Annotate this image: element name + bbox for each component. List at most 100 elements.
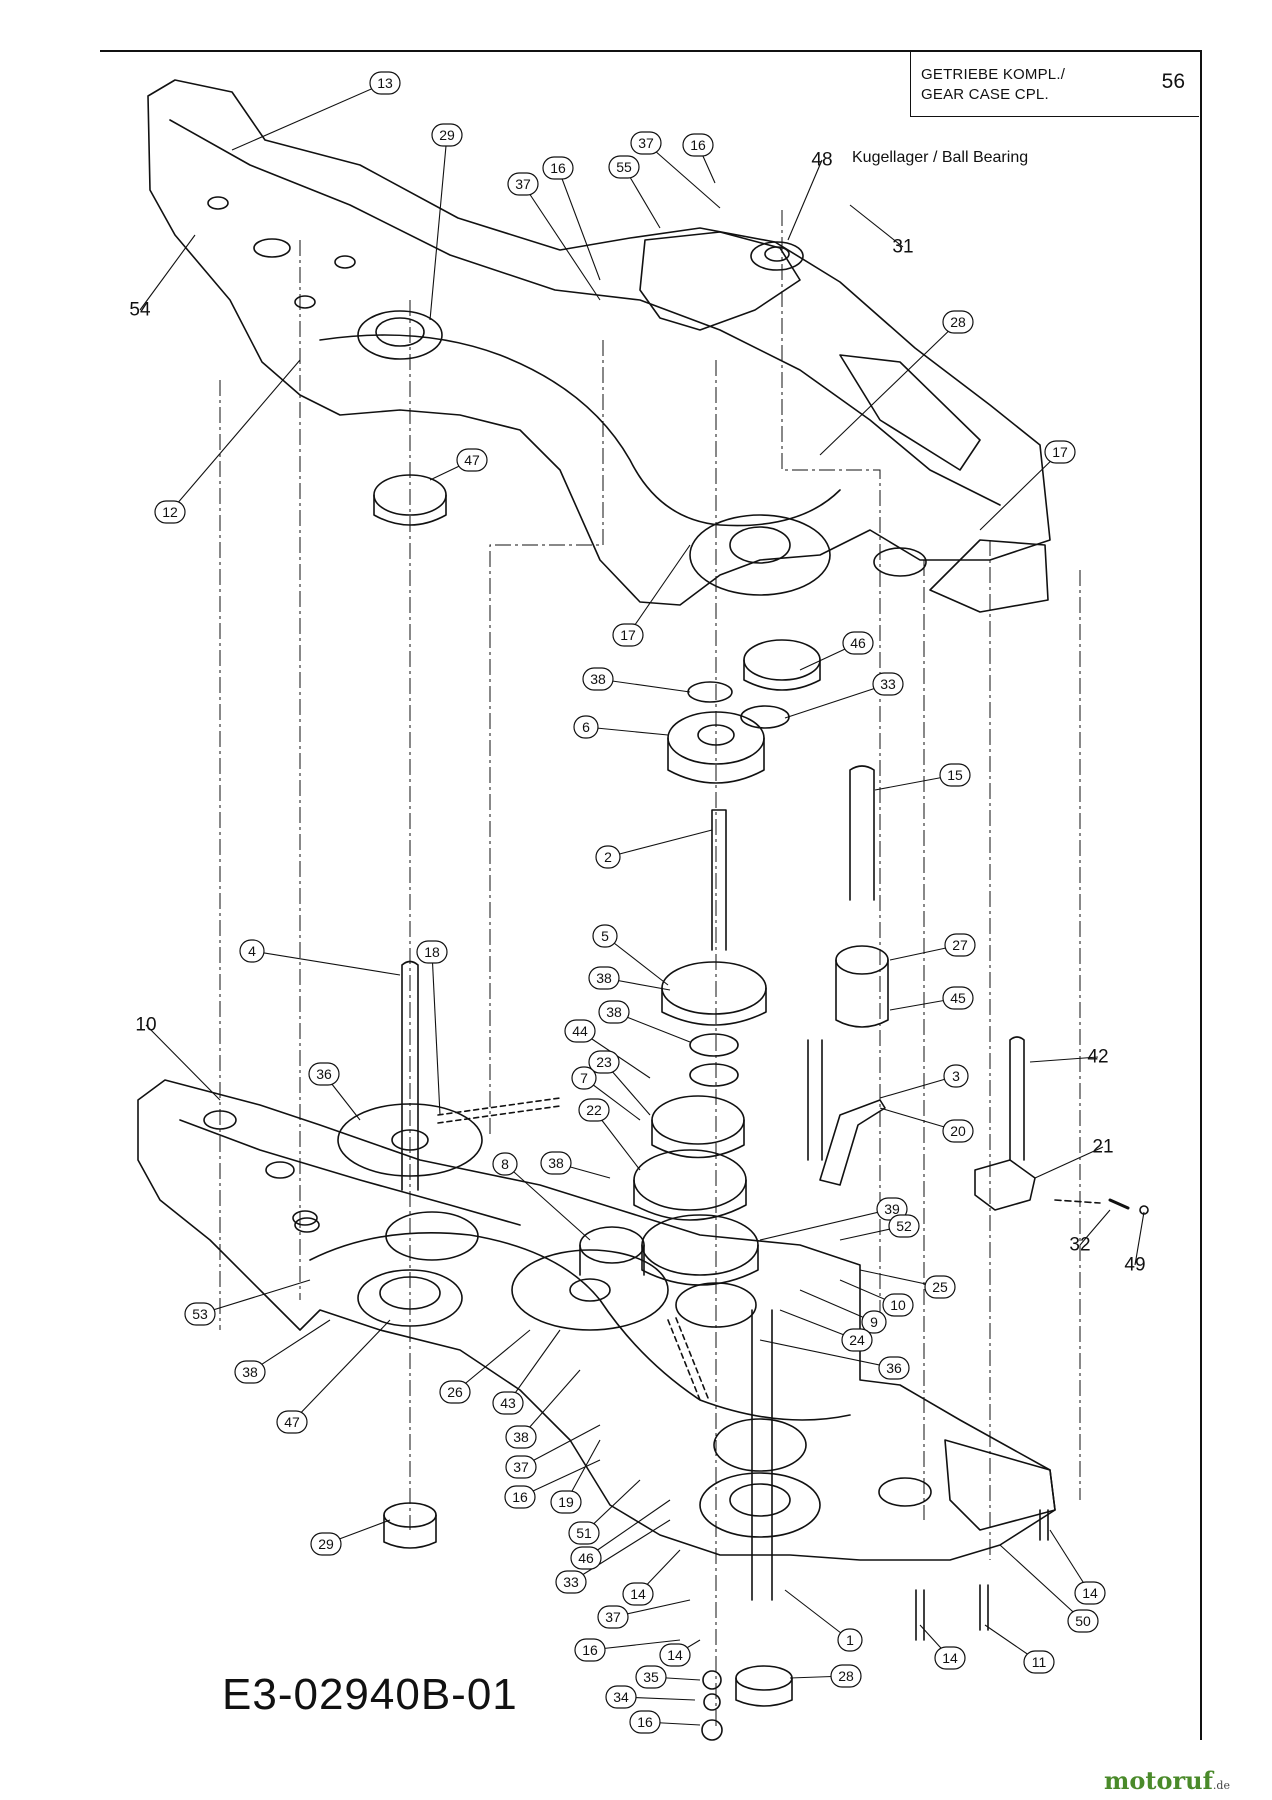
callout-leader	[627, 544, 691, 636]
callout-part-14: 14	[934, 1646, 966, 1670]
callout-leader	[429, 134, 448, 321]
callout-part-16: 16	[542, 156, 574, 180]
callout-part-47: 47	[276, 1410, 308, 1434]
callout-number: 24	[849, 1332, 865, 1348]
sprocket-26	[511, 1249, 669, 1331]
callout-part-50: 50	[1067, 1609, 1099, 1633]
gear-8	[579, 1226, 645, 1264]
callout-part-38: 38	[598, 1000, 630, 1024]
callout-number: 53	[192, 1306, 208, 1322]
callout-part-35: 35	[635, 1665, 667, 1689]
shaft-15	[849, 765, 875, 901]
callout-part-19: 19	[550, 1490, 582, 1514]
callout-part-17: 17	[1044, 440, 1076, 464]
callout-leader	[1134, 1211, 1145, 1266]
callout-leader	[879, 1075, 957, 1099]
callout-number: 29	[318, 1536, 334, 1552]
callout-part-27: 27	[944, 933, 976, 957]
upper-housing-plate	[147, 79, 1051, 606]
lower-housing-plate	[137, 1079, 1056, 1561]
shaft-20	[807, 1039, 823, 1161]
callout-leader	[645, 142, 721, 209]
callout-number: 50	[1075, 1613, 1091, 1629]
callout-number: 49	[1124, 1255, 1145, 1276]
callout-number: 4	[248, 943, 256, 959]
callout-part-33: 33	[872, 672, 904, 696]
callout-part-7: 7	[571, 1066, 597, 1090]
callout-number: 23	[596, 1054, 612, 1070]
callout-part-18: 18	[416, 940, 448, 964]
callout-part-20: 20	[942, 1119, 974, 1143]
callout-part-32: 32	[1069, 1235, 1090, 1256]
callout-number: 38	[590, 671, 606, 687]
callout-part-24: 24	[841, 1328, 873, 1352]
callout-leader	[231, 82, 386, 151]
callout-leader	[431, 951, 441, 1116]
callout-number: 36	[886, 1360, 902, 1376]
callout-number: 37	[515, 176, 531, 192]
callout-number: 28	[838, 1668, 854, 1684]
callout-leader	[557, 167, 601, 281]
callout-number: 18	[424, 944, 440, 960]
page-number: 56	[1161, 70, 1185, 93]
shaft-42	[1009, 1036, 1025, 1161]
callout-number: 47	[284, 1414, 300, 1430]
frame-top-border	[100, 50, 1202, 52]
bolt-14-lower	[915, 1589, 925, 1641]
callout-number: 14	[1082, 1585, 1098, 1601]
upper-housing-rim	[319, 334, 841, 527]
callout-part-37: 37	[597, 1605, 629, 1629]
gear-9	[641, 1214, 759, 1276]
chain-18	[437, 1097, 561, 1124]
title-english: GEAR CASE CPL.	[921, 86, 1049, 103]
bolt-11	[979, 1584, 989, 1631]
ball-bearing-note: Kugellager / Ball Bearing	[852, 149, 1029, 166]
callout-part-28: 28	[942, 310, 974, 334]
callout-part-10: 10	[882, 1293, 914, 1317]
upper-bore-center	[689, 514, 831, 596]
callout-number: 16	[582, 1642, 598, 1658]
callout-number: 12	[162, 504, 178, 520]
callout-part-16: 16	[504, 1485, 536, 1509]
callout-part-31: 31	[892, 237, 913, 258]
callout-part-28: 28	[830, 1664, 862, 1688]
washer-34	[703, 1693, 721, 1711]
callout-part-14: 14	[659, 1643, 691, 1667]
callout-part-11: 11	[1023, 1650, 1055, 1674]
callout-number: 51	[576, 1525, 592, 1541]
callout-part-14: 14	[622, 1582, 654, 1606]
callout-part-15: 15	[939, 763, 971, 787]
lower-bore-center	[699, 1472, 821, 1538]
callout-part-25: 25	[924, 1275, 956, 1299]
callout-part-52: 52	[888, 1214, 920, 1238]
callout-leader	[979, 451, 1061, 531]
bearing-cover-55	[639, 231, 801, 331]
callout-number: 17	[620, 627, 636, 643]
callout-number: 16	[550, 160, 566, 176]
callout-leader	[759, 1208, 893, 1241]
callout-leader	[784, 1589, 851, 1641]
upper-bore-left	[357, 310, 443, 360]
washer-44	[689, 1063, 739, 1087]
callout-number: 27	[952, 937, 968, 953]
washer-35	[702, 1670, 722, 1690]
callout-number: 31	[892, 237, 913, 258]
callout-part-29: 29	[310, 1532, 342, 1556]
callout-part-3: 3	[943, 1064, 969, 1088]
lower-bore-right	[878, 1477, 932, 1507]
callout-part-37: 37	[507, 172, 539, 196]
callout-number: 21	[1092, 1137, 1113, 1158]
callout-leader	[145, 1024, 221, 1101]
callout-number: 3	[952, 1068, 960, 1084]
callout-part-47: 47	[456, 448, 488, 472]
callout-number: 38	[513, 1429, 529, 1445]
shaft-1	[751, 1309, 773, 1601]
callout-number: 34	[613, 1689, 629, 1705]
callout-number: 32	[1069, 1235, 1090, 1256]
callout-number: 16	[637, 1714, 653, 1730]
callout-number: 38	[606, 1004, 622, 1020]
callout-number: 14	[942, 1650, 958, 1666]
